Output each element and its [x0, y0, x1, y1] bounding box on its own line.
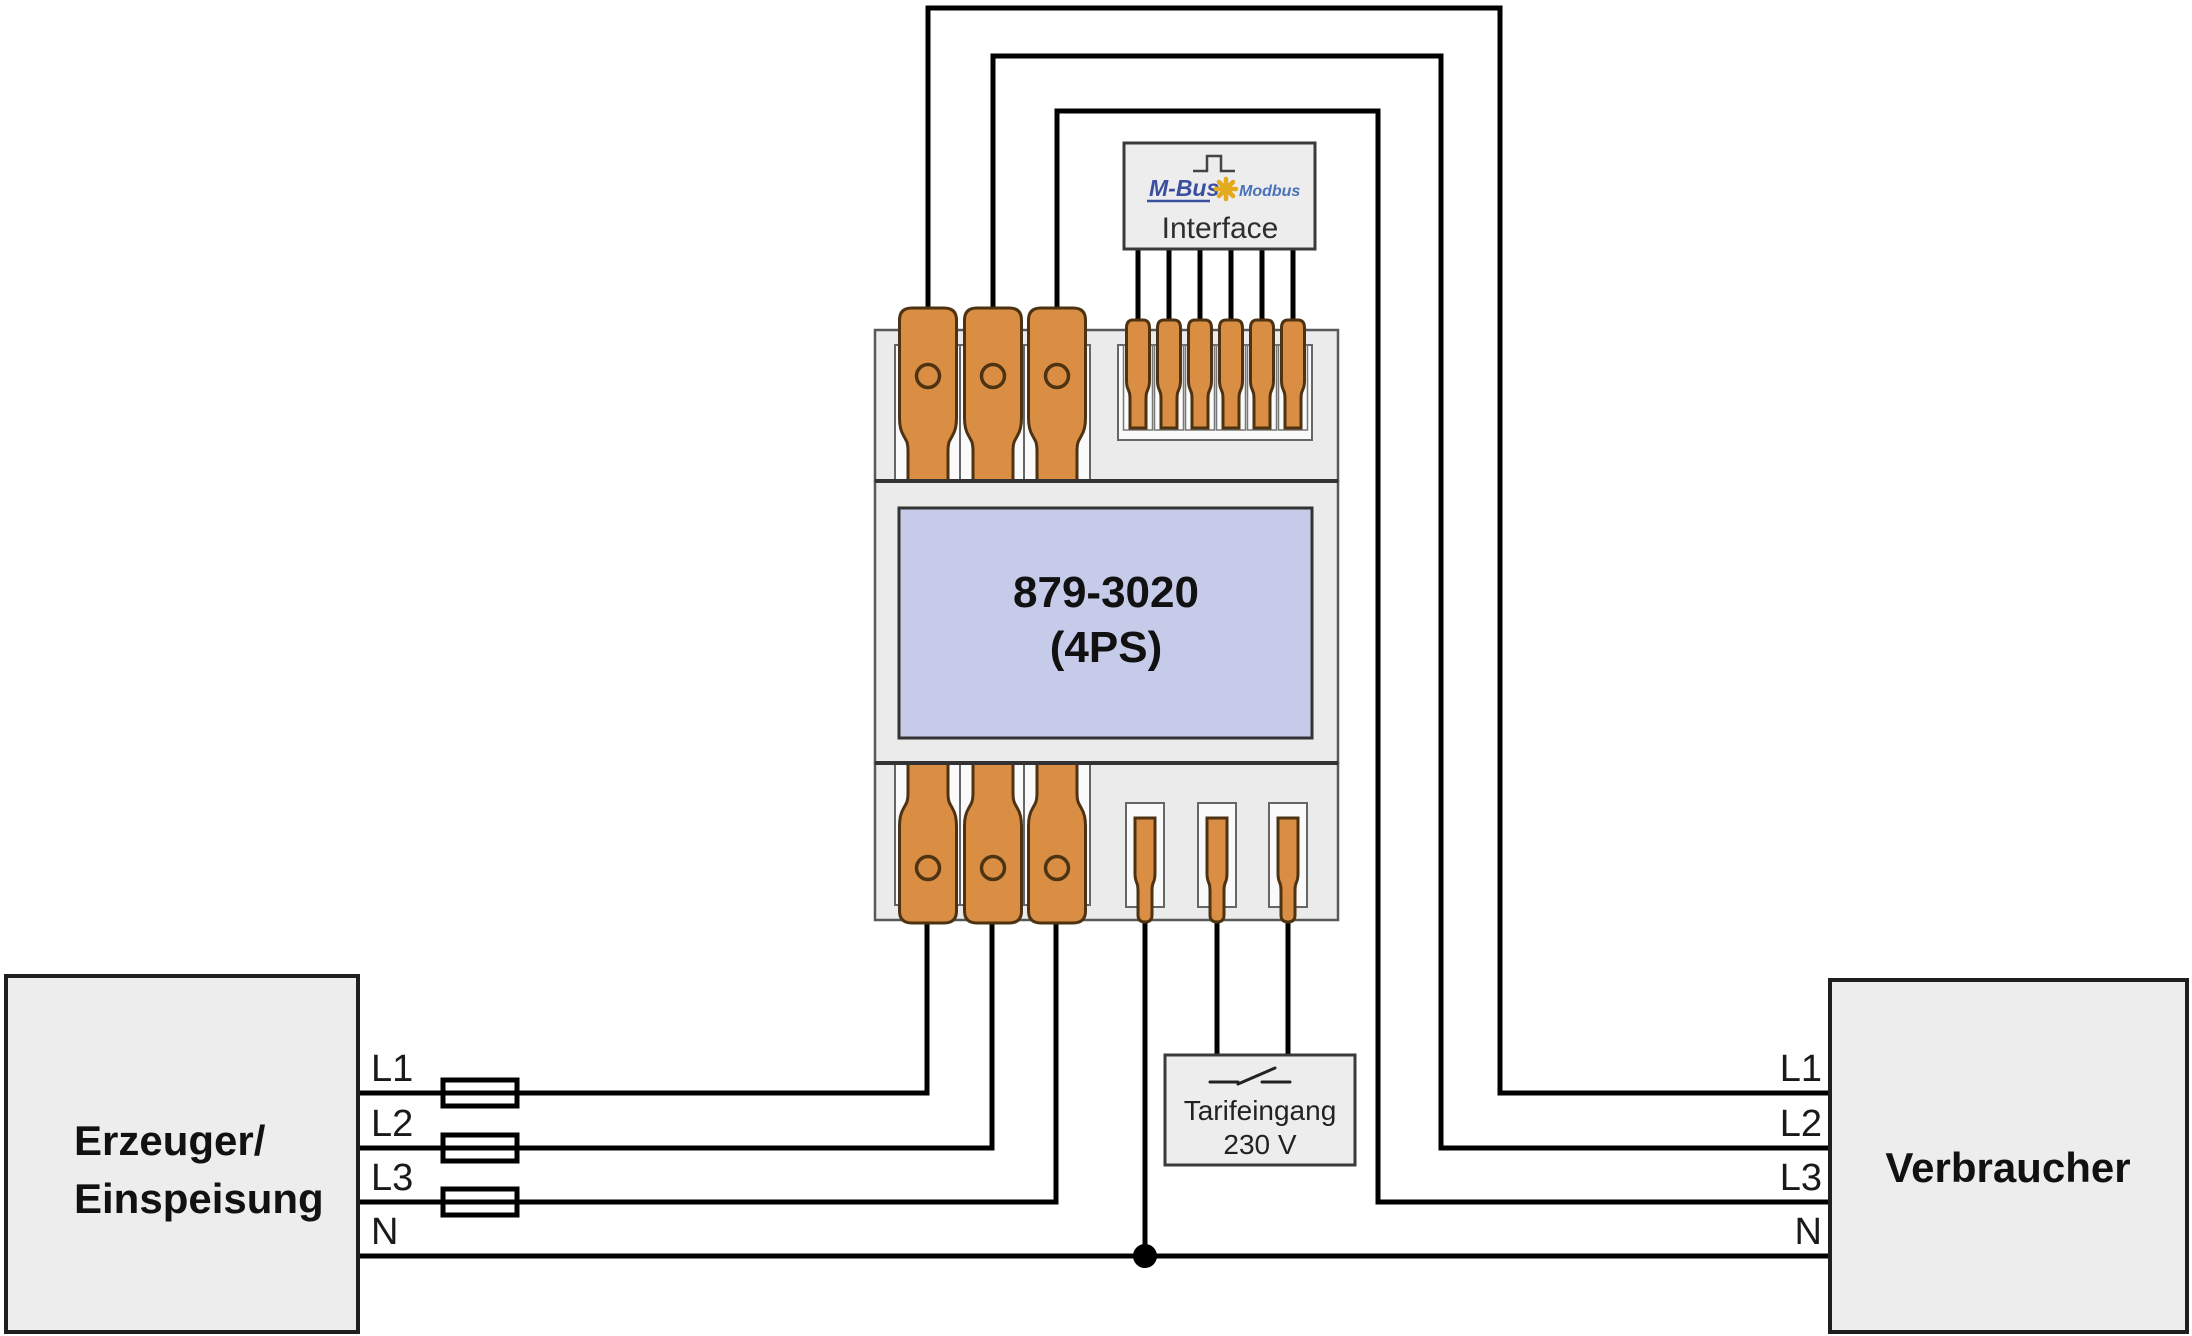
meter-variant-text: (4PS) — [1050, 623, 1162, 672]
wire-group — [358, 5, 1830, 1259]
terminal-top-l2 — [963, 306, 1023, 483]
interface-label: Interface — [1162, 212, 1279, 245]
label-right-l3: L3 — [1780, 1157, 1822, 1199]
meter-type-plate — [897, 506, 1314, 740]
terminal-interface-6 — [1280, 318, 1306, 430]
label-right-l2: L2 — [1780, 1103, 1822, 1145]
terminal-top-l3 — [1027, 306, 1087, 483]
source-box: Erzeuger/ Einspeisung — [4, 974, 360, 1334]
terminal-interface-1 — [1125, 318, 1151, 430]
terminal-interface-3 — [1187, 318, 1213, 430]
terminal-hole-icon — [914, 362, 942, 390]
interface-box: M-Bus Modbus Interface — [1122, 141, 1317, 251]
wire-l3-feed — [358, 900, 1059, 1205]
terminal-bottom-n — [1133, 816, 1157, 924]
terminal-bottom-l3 — [1027, 761, 1087, 925]
switch-contact-icon — [1208, 1066, 1292, 1086]
conductor-labels-right: L1 L2 L3 N — [1780, 1048, 1822, 1253]
terminal-interface-2 — [1156, 318, 1182, 430]
modbus-star-icon — [1213, 176, 1239, 202]
label-left-l3: L3 — [371, 1157, 413, 1199]
load-label: Verbraucher — [1885, 1144, 2130, 1191]
meter-model-text: 879-3020 — [1013, 568, 1199, 617]
wire-l2-feed — [358, 900, 995, 1151]
terminal-hole-icon — [979, 854, 1007, 882]
label-left-l1: L1 — [371, 1048, 413, 1090]
terminal-bottom-l1 — [898, 761, 958, 925]
terminal-bottom-tariff-1 — [1205, 816, 1229, 924]
terminal-bottom-tariff-2 — [1276, 816, 1300, 924]
label-right-l1: L1 — [1780, 1048, 1822, 1090]
terminal-hole-icon — [979, 362, 1007, 390]
source-box-frame — [4, 974, 360, 1334]
terminal-interface-4 — [1218, 318, 1244, 430]
tariff-box: Tarifeingang 230 V — [1163, 1053, 1357, 1167]
mbus-logo: M-Bus — [1149, 175, 1219, 201]
load-box-frame — [1828, 978, 2189, 1334]
label-left-l2: L2 — [371, 1103, 413, 1145]
load-box: Verbraucher — [1828, 978, 2189, 1334]
tariff-label-line1: Tarifeingang — [1184, 1095, 1337, 1126]
meter-module: 879-3020 (4PS) — [873, 306, 1340, 925]
terminal-hole-icon — [1043, 362, 1071, 390]
modbus-logo: Modbus — [1239, 183, 1300, 200]
conductor-labels-left: L1 L2 L3 N — [371, 1048, 413, 1253]
wire-l1-feed — [358, 900, 930, 1096]
source-label-line2: Einspeisung — [74, 1175, 324, 1222]
terminal-hole-icon — [1043, 854, 1071, 882]
wire-l1-top-loop — [925, 5, 1830, 1096]
wire-l3-top-loop — [1054, 108, 1830, 1205]
terminal-top-l1 — [898, 306, 958, 483]
tariff-label-line2: 230 V — [1223, 1129, 1296, 1160]
source-label-line1: Erzeuger/ — [74, 1117, 266, 1164]
wire-l2-top-loop — [990, 53, 1830, 1151]
terminal-bottom-l2 — [963, 761, 1023, 925]
terminal-interface-5 — [1249, 318, 1275, 430]
terminal-hole-icon — [914, 854, 942, 882]
label-left-n: N — [371, 1211, 398, 1253]
label-right-n: N — [1795, 1211, 1822, 1253]
pulse-output-icon — [1193, 154, 1235, 173]
n-junction-dot — [1133, 1244, 1157, 1268]
